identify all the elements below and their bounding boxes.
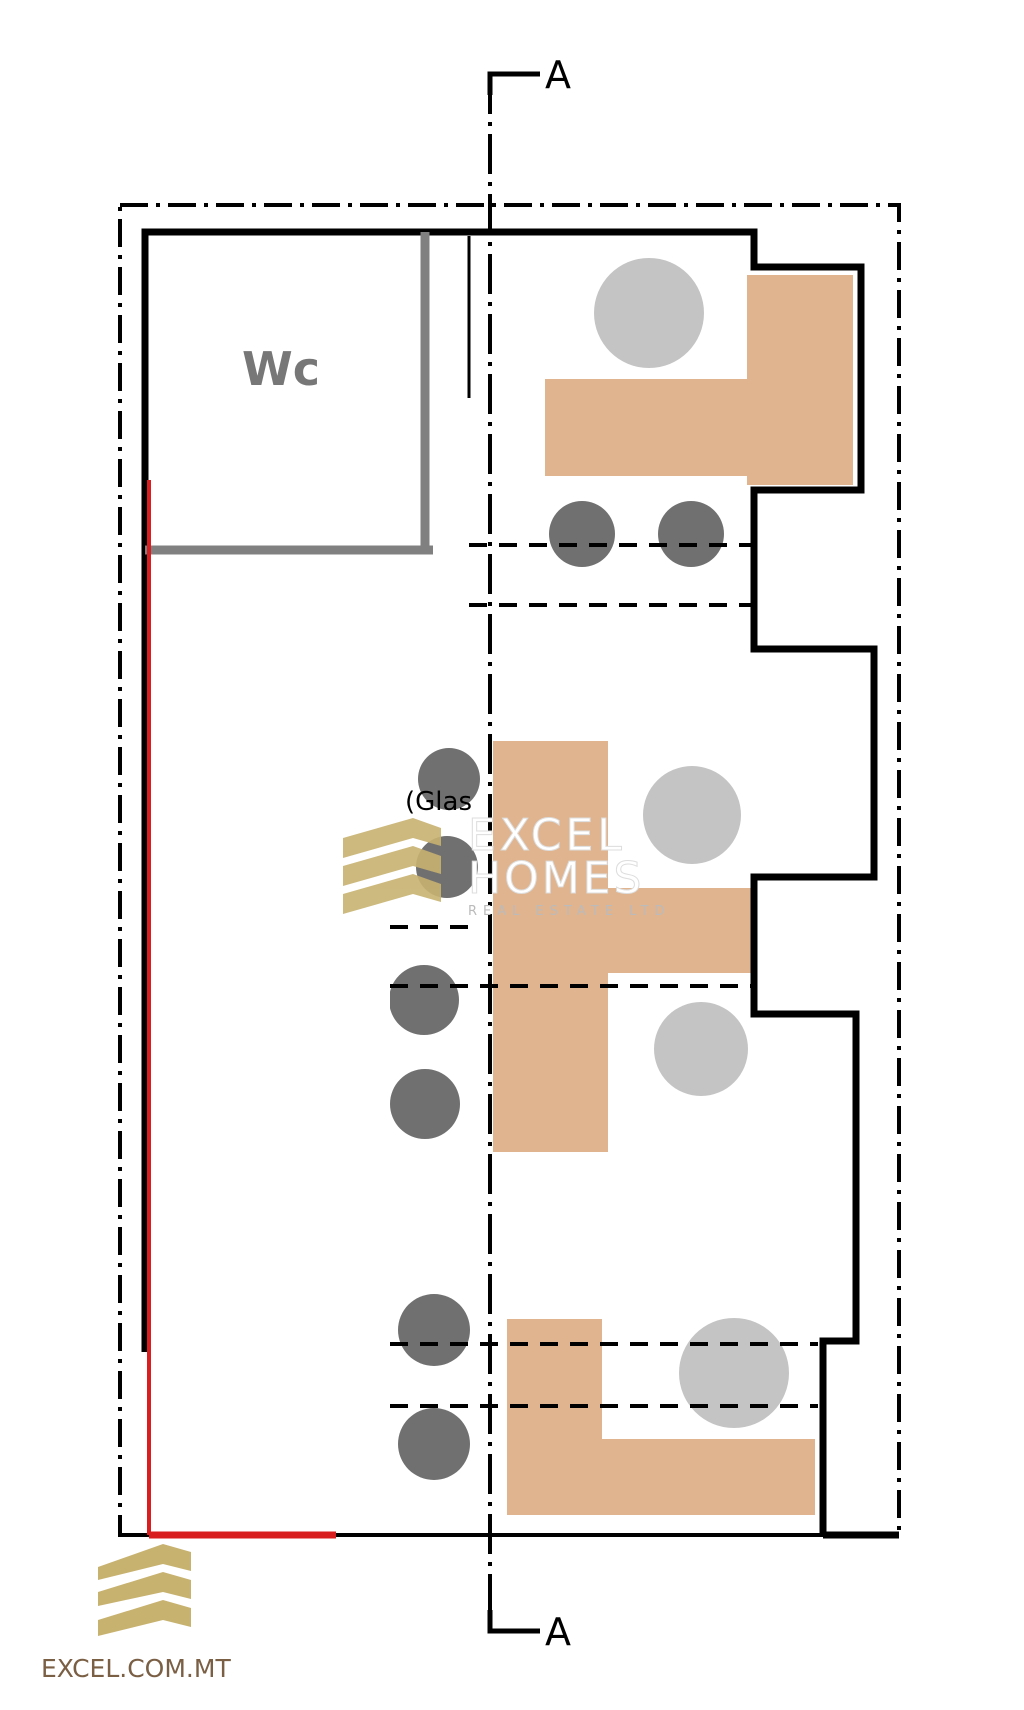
table	[643, 766, 741, 864]
room-label-wc: Wc	[242, 342, 320, 396]
chair	[398, 1408, 470, 1480]
footer-logo-icon	[98, 1544, 191, 1636]
table	[679, 1318, 789, 1428]
watermark-line1: EXCEL	[468, 810, 626, 861]
chair	[390, 1069, 460, 1139]
tables	[594, 258, 789, 1428]
table	[594, 258, 704, 368]
partial-label: (Glas	[405, 787, 472, 817]
chair	[658, 501, 724, 567]
chair	[549, 501, 615, 567]
chairs	[389, 501, 724, 1480]
desk-middle-arm	[493, 888, 754, 973]
chair	[398, 1294, 470, 1366]
chevron-logo-icon	[343, 818, 441, 914]
watermark-logo: EXCEL HOMES REAL ESTATE LTD	[343, 810, 671, 919]
table	[654, 1002, 748, 1096]
dashed-lines	[390, 543, 818, 1408]
walls	[141, 228, 878, 1535]
chair	[389, 965, 459, 1035]
desks	[493, 275, 853, 1515]
clip-mask	[370, 960, 390, 1150]
desk-top-arm	[545, 379, 853, 476]
section-marker-bottom: A	[545, 1610, 571, 1654]
section-marker-top: A	[545, 53, 571, 97]
chair	[418, 748, 480, 810]
section-arrow-bottom	[487, 1610, 540, 1634]
watermark-line2: HOMES	[468, 853, 644, 904]
website-link[interactable]: EXCEL.COM.MT	[41, 1654, 231, 1683]
section-arrow-top	[487, 71, 540, 95]
watermark-line3: REAL ESTATE LTD	[468, 904, 671, 919]
desk-bottom-arm	[507, 1439, 815, 1515]
